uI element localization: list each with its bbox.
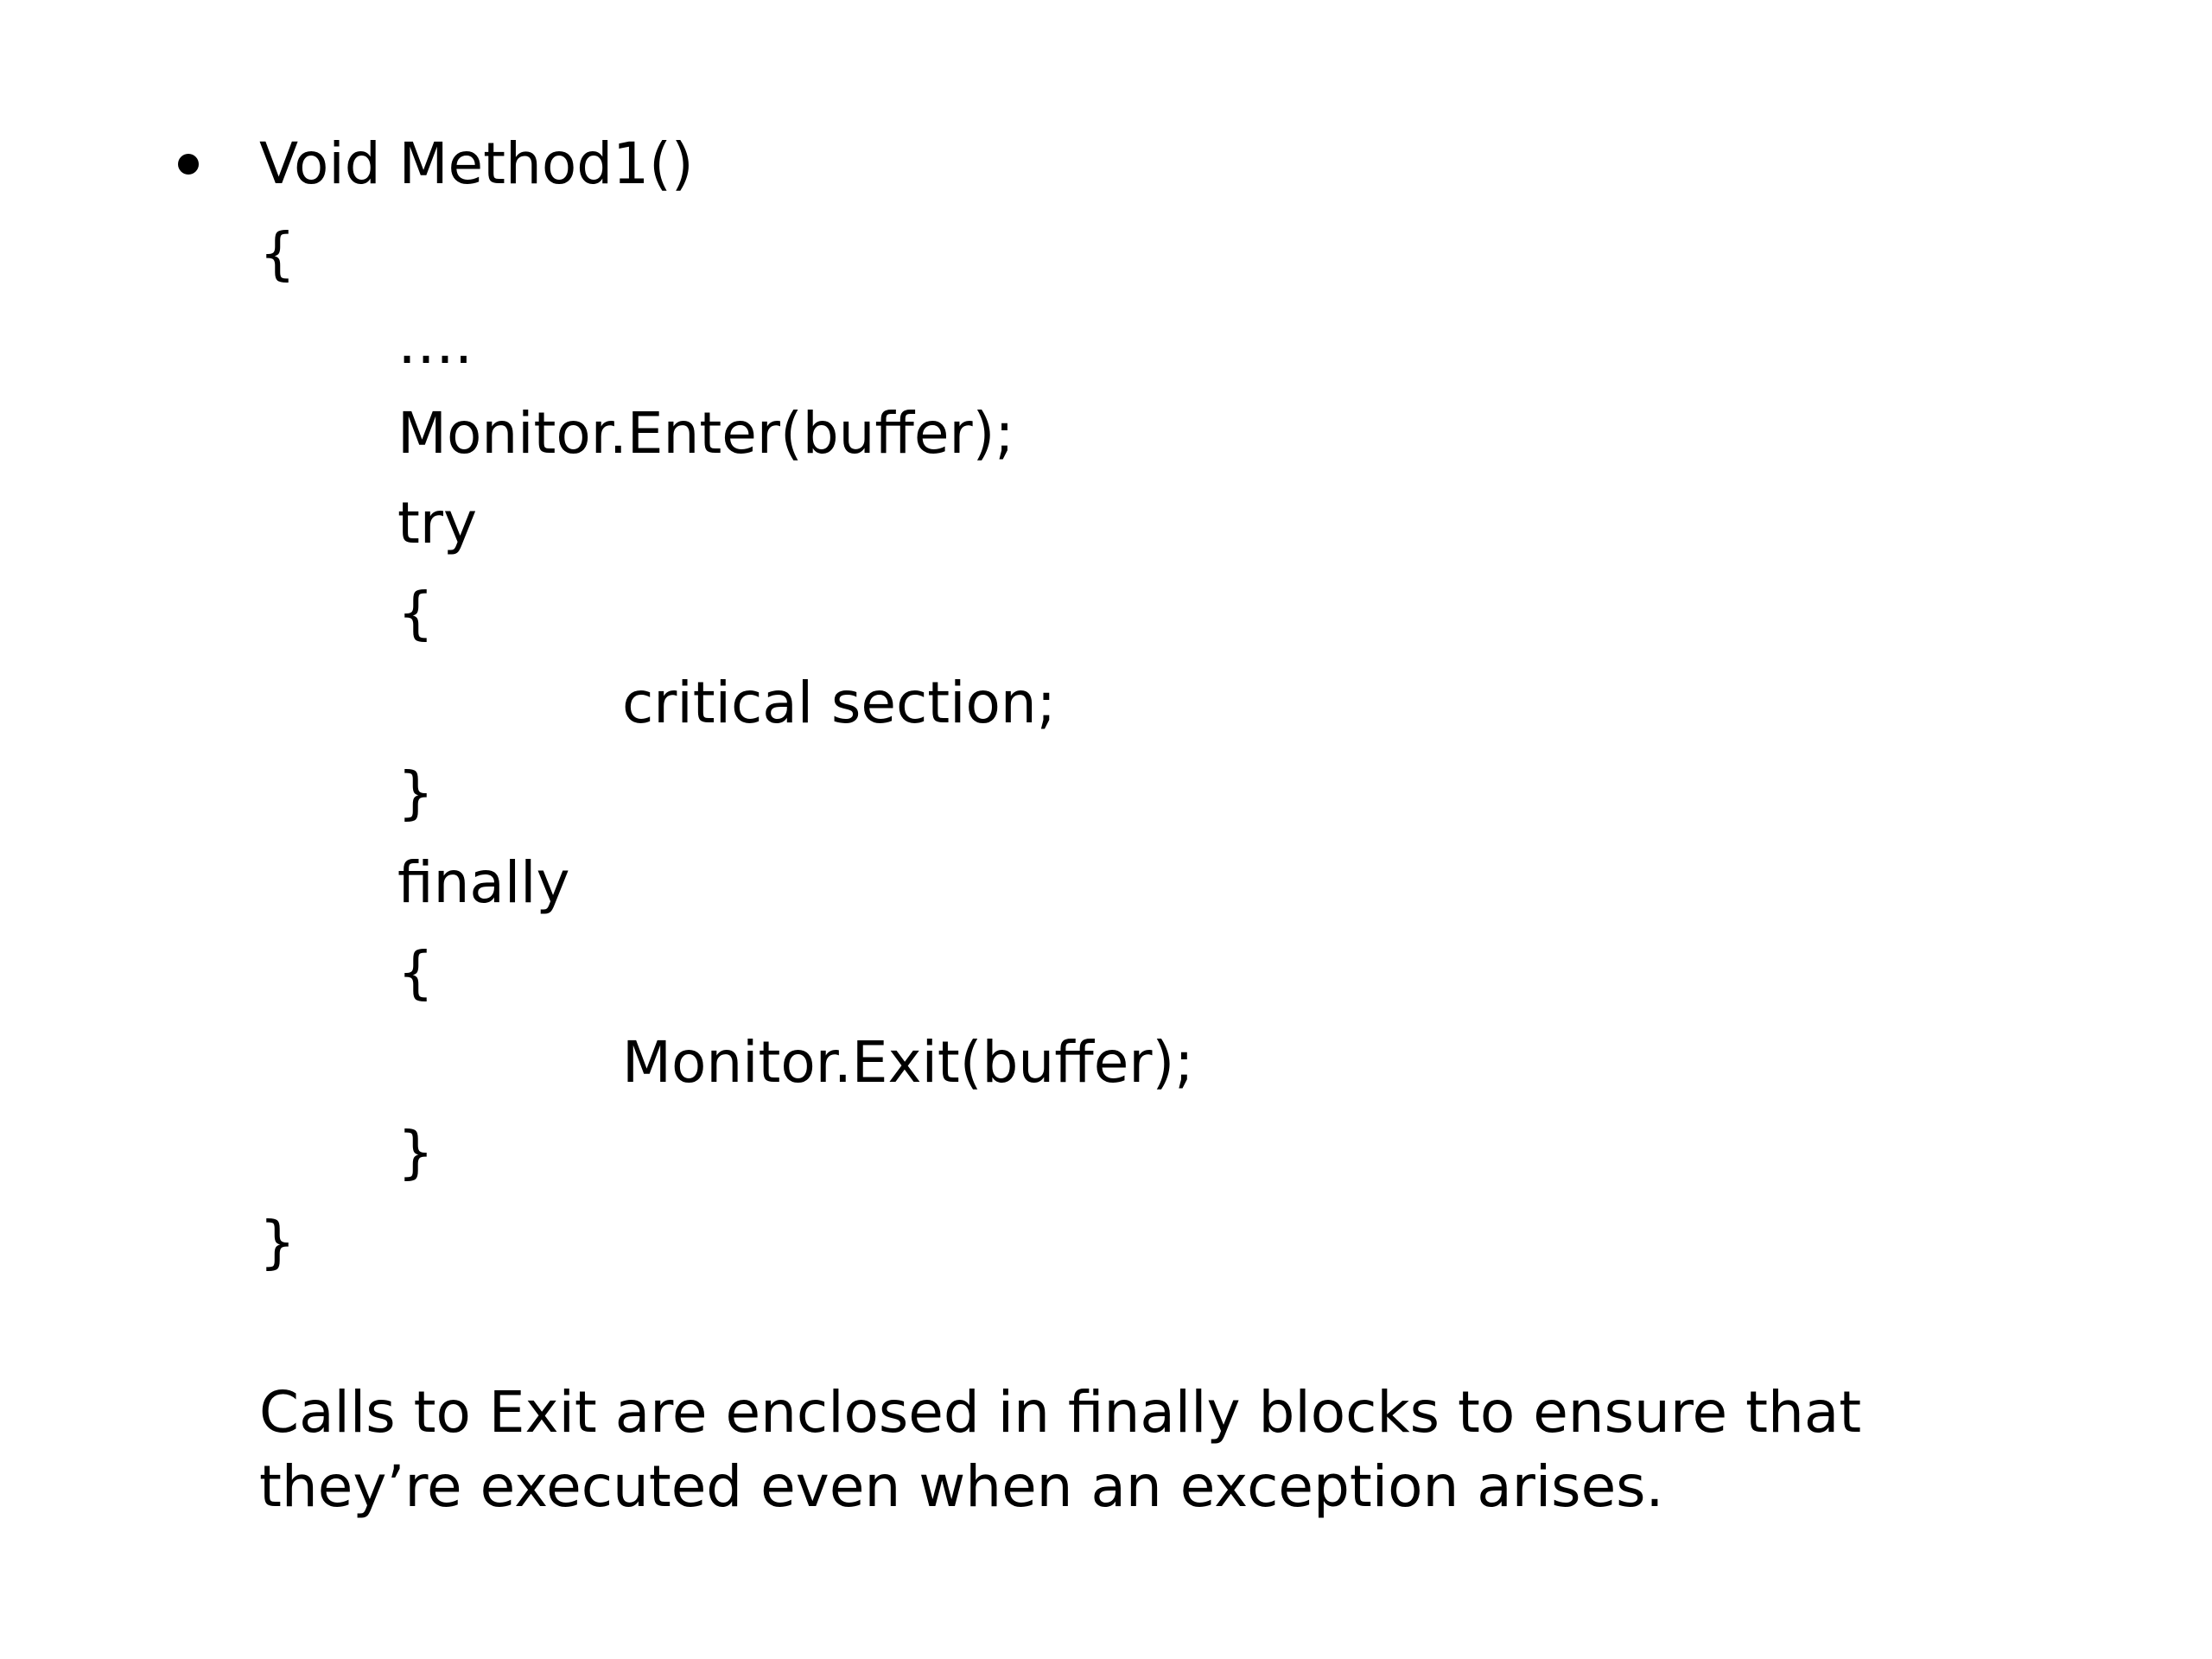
bullet-dot-icon (178, 154, 199, 175)
code-line-critical-section: critical section; (622, 670, 1056, 736)
code-line-finally: finally (397, 849, 570, 916)
code-line-try-close-brace: } (397, 760, 434, 826)
code-line-ellipsis: …. (397, 310, 473, 377)
code-line-method-close-brace: } (259, 1209, 296, 1275)
code-line-finally-open-brace: { (397, 939, 434, 1006)
code-line-monitor-enter: Monitor.Enter(buffer); (397, 400, 1014, 467)
explanation-paragraph: Calls to Exit are enclosed in finally bl… (259, 1376, 2074, 1524)
code-line-method-signature: Void Method1() (259, 130, 694, 197)
code-line-try-open-brace: { (397, 580, 434, 646)
code-line-try: try (397, 490, 478, 556)
code-line-monitor-exit: Monitor.Exit(buffer); (622, 1029, 1194, 1096)
explanation-line-1: Calls to Exit are enclosed in finally bl… (259, 1379, 1862, 1446)
explanation-line-2: they’re executed even when an exception … (259, 1453, 1664, 1520)
code-line-finally-close-brace: } (397, 1119, 434, 1185)
code-line-open-brace: { (259, 220, 296, 287)
